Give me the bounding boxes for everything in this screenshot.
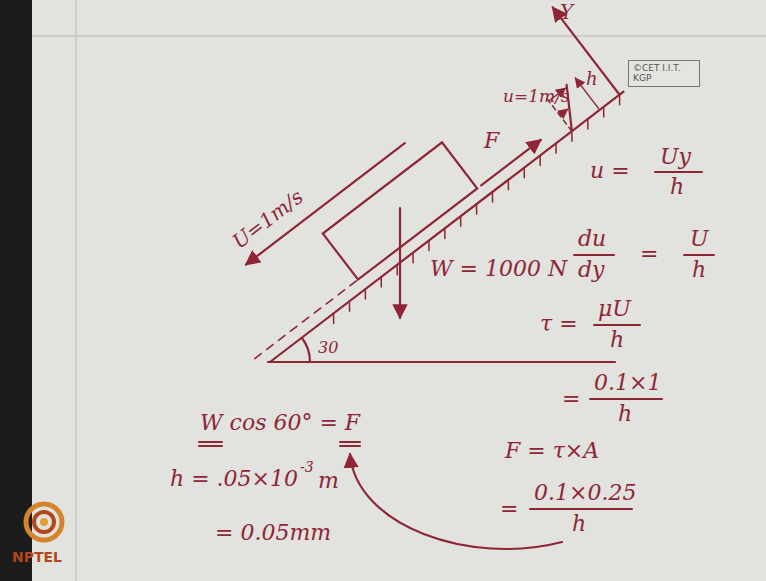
fraction-denominator: h xyxy=(572,513,586,535)
fraction-numerator: U xyxy=(690,228,709,250)
fraction-bar xyxy=(530,508,632,510)
double-underline xyxy=(340,441,360,443)
force-balance-equation: W cos 60° = F xyxy=(200,412,360,434)
velocity-label: u=1m/s xyxy=(503,88,570,105)
unit: m xyxy=(318,470,339,492)
hatching xyxy=(329,95,625,324)
fraction-denominator: dy xyxy=(578,259,605,281)
fraction-numerator: μU xyxy=(598,298,631,320)
copyright-stamp: ©CET I.I.T. KGP xyxy=(628,60,700,87)
equation-term: = xyxy=(500,498,518,520)
equation-term: τ = xyxy=(540,313,578,335)
film-line xyxy=(255,280,358,359)
profile-arrow xyxy=(560,109,568,115)
paper xyxy=(32,0,766,581)
dark-margin xyxy=(0,0,32,581)
weight-label: W = 1000 N xyxy=(430,258,567,280)
page-margin xyxy=(75,0,77,581)
fraction-bar xyxy=(590,398,662,400)
ground-line xyxy=(268,361,615,363)
fraction-numerator: 0.1×1 xyxy=(594,372,661,394)
equation-term: = xyxy=(640,243,658,265)
fraction-bar xyxy=(574,254,614,256)
incline-surface xyxy=(270,92,624,362)
page-margin xyxy=(32,35,766,37)
angle-arc xyxy=(302,338,310,362)
result-equation: = 0.05mm xyxy=(215,522,331,544)
fraction-denominator: h xyxy=(670,176,684,198)
axis-label: Y xyxy=(560,2,573,22)
substitution-arrow xyxy=(350,454,562,549)
fraction-denominator: h xyxy=(618,403,632,425)
force-label: F xyxy=(484,130,499,152)
fraction-bar xyxy=(684,254,714,256)
equation-term: = xyxy=(562,388,580,410)
double-underline xyxy=(199,445,222,447)
exponent: -3 xyxy=(300,460,314,474)
equation-term: F = τ×A xyxy=(505,440,599,462)
fraction-numerator: Uy xyxy=(660,146,691,168)
angle-label: 30 xyxy=(318,340,338,356)
gap-label: h xyxy=(586,70,598,88)
double-underline xyxy=(199,441,222,443)
equation-term: u = xyxy=(590,160,630,182)
nptel-logo xyxy=(26,504,62,540)
fraction-bar xyxy=(594,324,640,326)
fraction-denominator: h xyxy=(692,259,706,281)
fraction-numerator: 0.1×0.25 xyxy=(534,482,636,504)
result-equation: h = .05×10 xyxy=(170,468,298,490)
fraction-denominator: h xyxy=(610,329,624,351)
double-underline xyxy=(340,445,360,447)
fraction-bar xyxy=(655,171,702,173)
logo-text: NPTEL xyxy=(12,550,62,564)
fraction-numerator: du xyxy=(578,228,606,250)
